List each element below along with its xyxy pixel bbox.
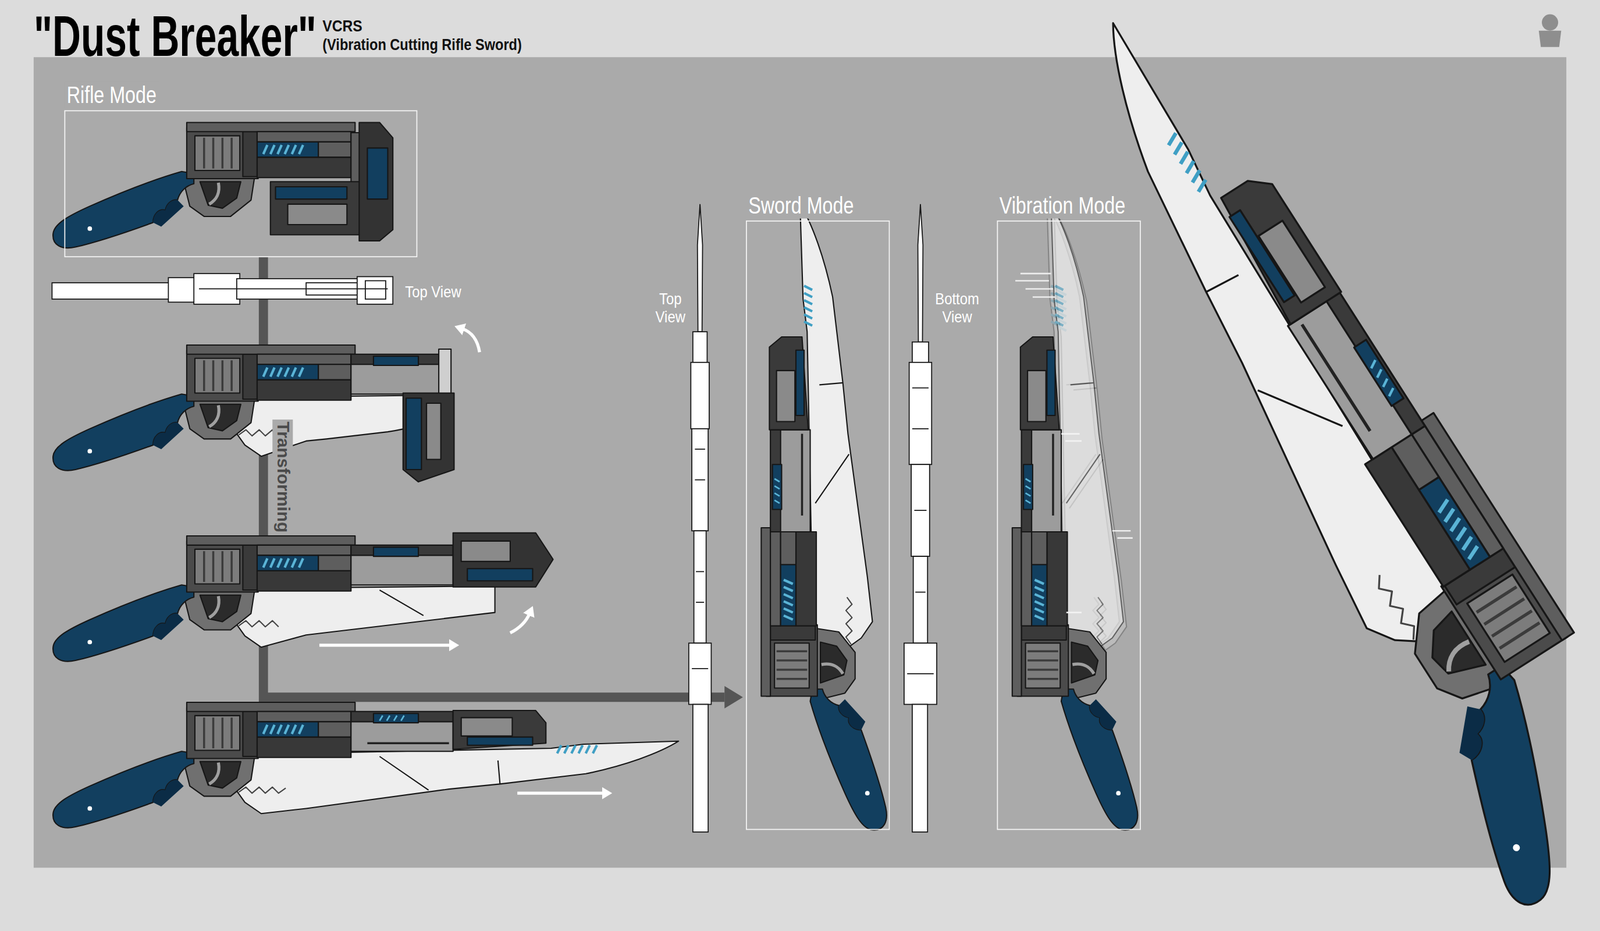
top-view-vertical [692,331,708,363]
vibration-streaks [1015,273,1133,613]
edge-label: Transforming [272,419,294,535]
transform-step [52,345,454,482]
sword-mode-drawing [761,204,887,831]
transform-step [379,589,423,616]
rifle-mode-drawing [275,186,348,199]
top-view-vertical [694,530,707,643]
view-label: Top View [404,282,461,302]
mode-frame: Rifle Mode [64,109,418,258]
large-view-drawing [1000,0,1600,912]
transform-step [403,392,455,482]
bottom-view-vertical [918,204,924,343]
transform-step [373,356,419,366]
transform-step [52,345,355,471]
subtitle: (Vibration Cutting Rifle Sword) [322,35,522,55]
top-view-drawing [357,276,393,304]
mode-frame: Vibration Mode [996,220,1141,830]
transform-step [52,535,355,662]
bottom-view-vertical [912,342,929,363]
sheet-title: "Dust Breaker" [33,8,317,66]
transform-step [453,532,554,588]
top-view-drawing [365,280,386,300]
vibration-mode-drawing [1020,336,1062,532]
transform-step [426,403,442,460]
top-view-vertical [688,642,712,704]
transform-step [373,546,419,557]
top-view-vertical [690,362,710,429]
mode-heading: Rifle Mode [64,81,159,109]
top-view-vertical [697,204,703,332]
top-view-drawing [51,273,393,305]
top-view-drawing [198,288,388,290]
subtitle-code: VCRS [322,17,363,37]
artist-mark [1541,14,1559,31]
rifle-mode-drawing [270,181,361,235]
bottom-view-vertical [913,556,928,643]
transform-step [438,349,451,396]
transform-step [406,397,422,470]
mode-heading: Vibration Mode [996,192,1128,219]
top-view-vertical [692,704,709,832]
rifle-mode-drawing [52,122,393,249]
view-label: Bottom View [930,289,983,328]
mode-heading: Sword Mode [745,192,857,219]
rifle-mode-drawing [288,204,348,225]
large-view-drawing [1000,0,1600,912]
transform-step [467,568,533,581]
artist-mark [1538,14,1562,48]
transform-step [52,532,554,662]
top-view-vertical [688,204,712,832]
motion-arrow [319,328,604,794]
vibration-streaks [1015,273,1133,613]
motion-arrow [319,643,451,647]
motion-arrow [461,328,480,352]
bottom-view-vertical [909,362,933,465]
rifle-mode-drawing [358,122,393,242]
top-view-drawing [51,282,174,300]
artist-mark [1538,30,1562,48]
rifle-mode-drawing [367,147,388,199]
vibration-mode-drawing [1012,204,1138,831]
motion-arrow [517,791,604,795]
motion-arrow [510,613,530,633]
transform-step [52,702,679,828]
view-label: Top View [645,289,696,328]
transform-step [461,541,511,562]
bottom-view-vertical [912,704,928,832]
bottom-view-vertical [904,204,937,832]
top-view-vertical [691,449,709,669]
vibration-mode-drawing [1012,527,1138,830]
mode-frame: Sword Mode [745,220,890,830]
transform-step [238,620,279,628]
bottom-view-vertical [907,388,934,674]
